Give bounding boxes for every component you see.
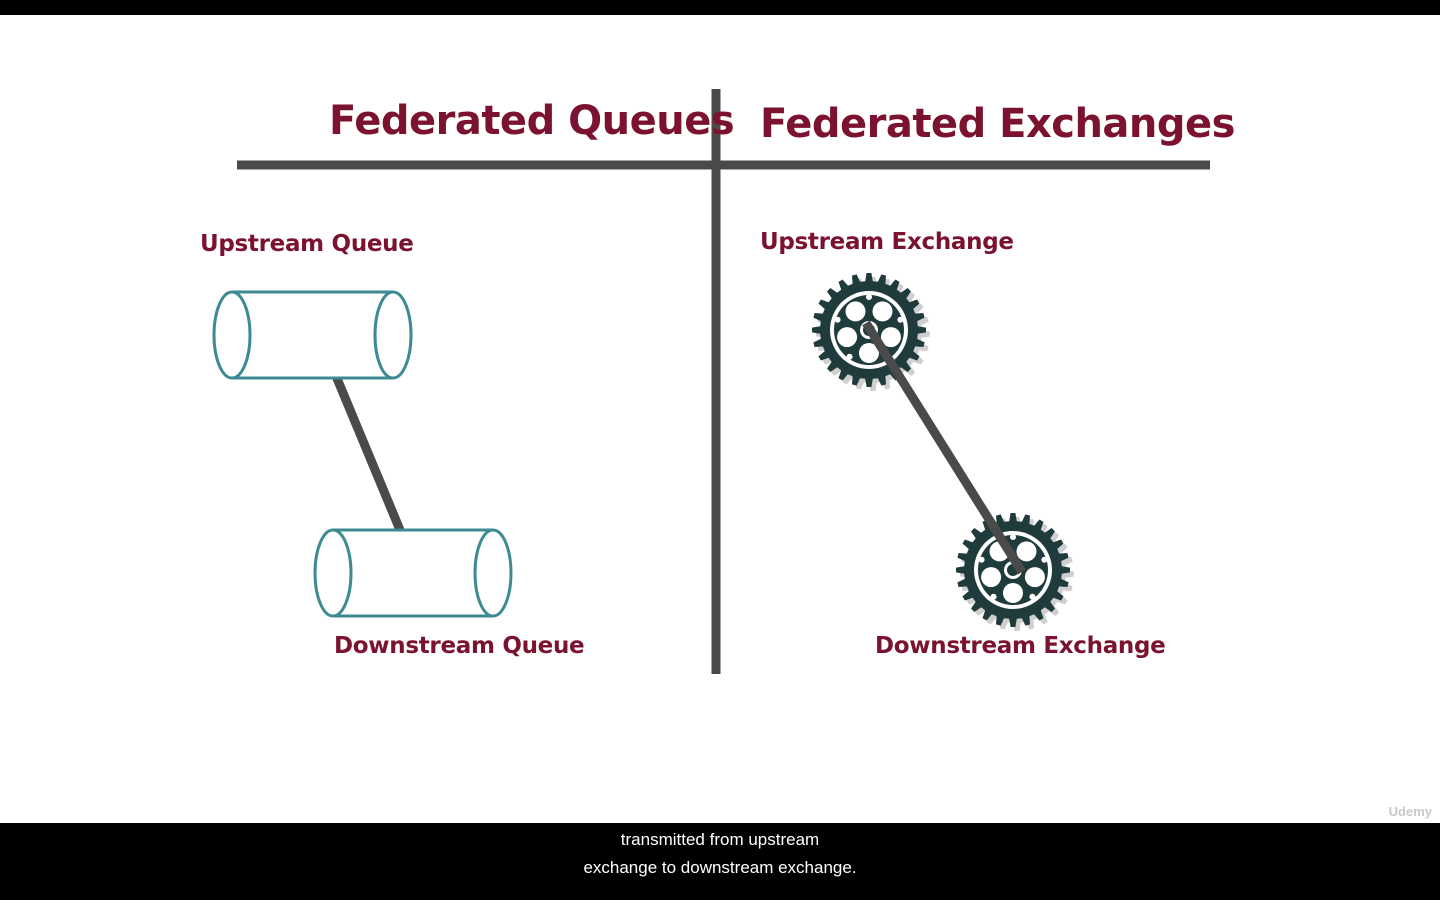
caption-bar: transmitted from upstream exchange to do… xyxy=(0,823,1440,900)
downstream-queue-icon xyxy=(313,528,513,618)
upstream-queue-label: Upstream Queue xyxy=(200,231,414,257)
upstream-queue-icon xyxy=(212,290,413,380)
udemy-watermark: Udemy xyxy=(1388,804,1432,819)
federation-diagram xyxy=(212,89,1210,674)
downstream-exchange-gear-icon xyxy=(956,513,1074,631)
federated-queues-heading: Federated Queues xyxy=(329,98,735,144)
exchange-connector xyxy=(862,320,1026,575)
downstream-queue-label: Downstream Queue xyxy=(334,633,585,659)
caption-line-1: transmitted from upstream xyxy=(620,830,820,849)
slide: Federated Queues Federated Exchanges Ups… xyxy=(0,15,1440,823)
upstream-exchange-label: Upstream Exchange xyxy=(760,229,1014,255)
downstream-exchange-label: Downstream Exchange xyxy=(875,633,1166,659)
caption-line-2: exchange to downstream exchange. xyxy=(583,858,857,877)
federated-exchanges-heading: Federated Exchanges xyxy=(760,101,1235,147)
queue-connector xyxy=(331,374,405,532)
